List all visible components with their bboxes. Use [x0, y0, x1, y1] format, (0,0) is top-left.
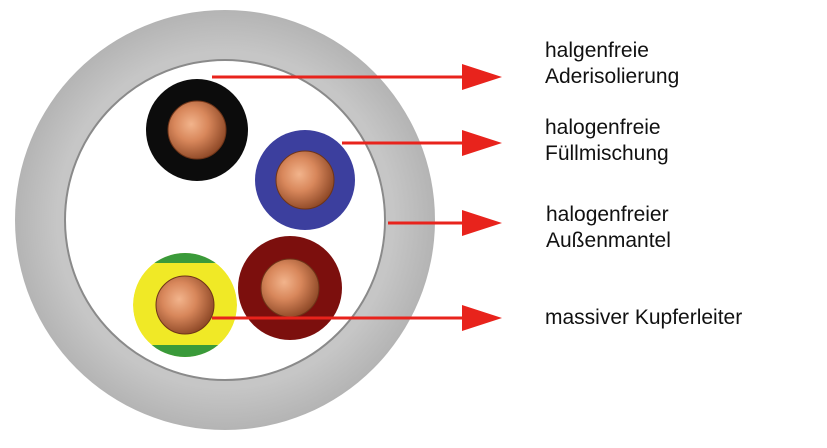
label-line: Füllmischung	[545, 142, 669, 165]
label-line: halogenfreie	[545, 116, 661, 139]
label-kupferleiter: massiver Kupferleiter	[545, 305, 742, 331]
core-black	[146, 79, 248, 181]
label-aderisolierung: halgenfreie Aderisolierung	[545, 38, 679, 90]
label-aussenmantel: halogenfreier Außenmantel	[546, 202, 671, 254]
core-red	[238, 236, 342, 340]
arrow-kupferleiter	[212, 305, 502, 331]
core-blue	[255, 130, 355, 230]
label-line: halgenfreie	[545, 39, 649, 62]
label-line: Aderisolierung	[545, 65, 680, 88]
label-fuellmischung: halogenfreie Füllmischung	[545, 115, 669, 167]
label-line: halogenfreier	[546, 203, 669, 226]
arrow-aderisolierung	[212, 64, 502, 90]
label-line: Außenmantel	[546, 229, 671, 252]
arrow-aussenmantel	[388, 210, 502, 236]
arrow-fuellmischung	[342, 130, 502, 156]
label-line: massiver Kupferleiter	[545, 306, 743, 329]
